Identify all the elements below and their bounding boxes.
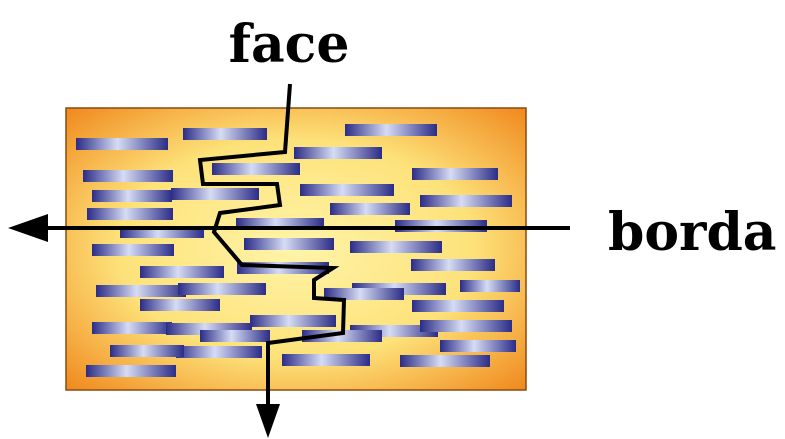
fiber-bar xyxy=(92,322,172,334)
fiber-bar xyxy=(87,208,173,220)
face-crack-path xyxy=(197,83,347,412)
fiber-bar xyxy=(302,330,382,342)
fiber-bar xyxy=(411,259,495,271)
left-arrow xyxy=(8,214,48,242)
fiber-bar xyxy=(420,195,512,207)
fiber-bar xyxy=(76,138,168,150)
fiber-bar xyxy=(140,266,224,278)
fiber-bar xyxy=(83,170,173,182)
fiber-bar xyxy=(345,124,437,136)
fiber-bar xyxy=(350,241,442,253)
fiber-bar xyxy=(171,188,259,200)
fiber-bar xyxy=(400,355,490,367)
face-label: face xyxy=(229,14,350,75)
fiber-bar xyxy=(412,168,498,180)
fiber-bar xyxy=(92,190,172,202)
fiber-bar xyxy=(92,244,174,256)
fiber-bar xyxy=(412,300,504,312)
fiber-bar xyxy=(244,238,334,250)
fiber-bar xyxy=(86,365,176,377)
fiber-bar xyxy=(330,203,410,215)
fiber-bar xyxy=(200,330,270,342)
fiber-bar xyxy=(460,280,520,292)
fiber-bar xyxy=(420,320,512,332)
fiber-bar xyxy=(183,128,267,140)
borda-label: borda xyxy=(608,202,777,263)
fiber-bar xyxy=(140,299,220,311)
fiber-bar xyxy=(300,184,394,196)
fiber-bar xyxy=(178,283,266,295)
fiber-bar xyxy=(176,346,262,358)
fiber-bar xyxy=(282,354,370,366)
fiber-bar xyxy=(250,315,336,327)
fiber-bar xyxy=(294,147,382,159)
down-arrow xyxy=(256,404,280,438)
fiber-bar xyxy=(96,285,186,297)
fiber-bar xyxy=(212,163,300,175)
fiber-bar xyxy=(324,288,404,300)
fiber-bar xyxy=(110,345,184,357)
fiber-bar xyxy=(440,340,516,352)
